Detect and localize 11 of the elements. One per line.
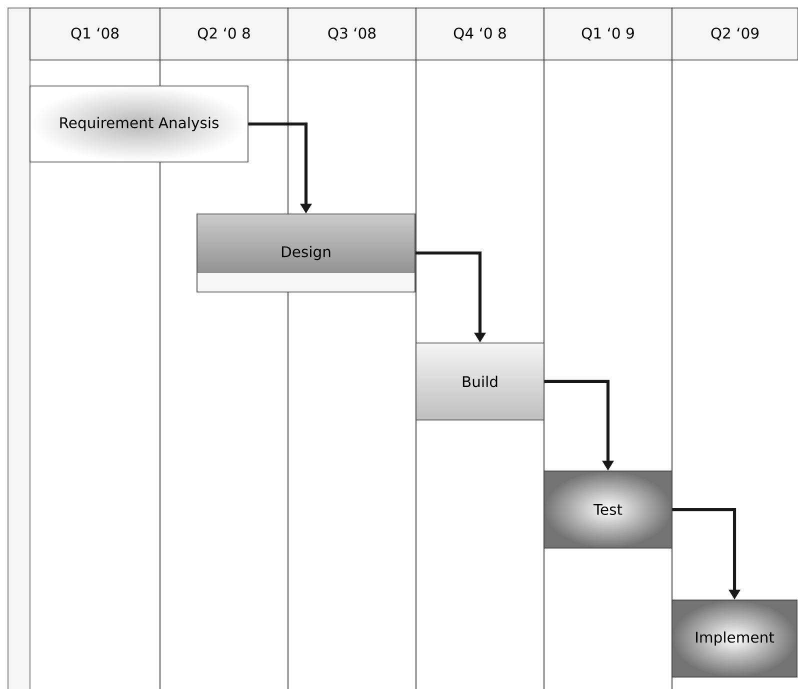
column-header: Q4 ‘0 8 xyxy=(416,8,544,60)
column-header: Q2 ‘09 xyxy=(672,8,798,60)
column-header: Q3 ‘08 xyxy=(288,8,416,60)
column-header: Q2 ‘0 8 xyxy=(160,8,288,60)
task-box: Requirement Analysis xyxy=(30,86,248,162)
task-box: Build xyxy=(416,342,544,420)
task-box: Implement xyxy=(672,600,798,678)
column-header: Q1 ‘0 9 xyxy=(544,8,672,60)
task-box: Test xyxy=(544,470,672,548)
task-box: Design xyxy=(196,214,416,292)
column-header: Q1 ‘08 xyxy=(30,8,160,60)
